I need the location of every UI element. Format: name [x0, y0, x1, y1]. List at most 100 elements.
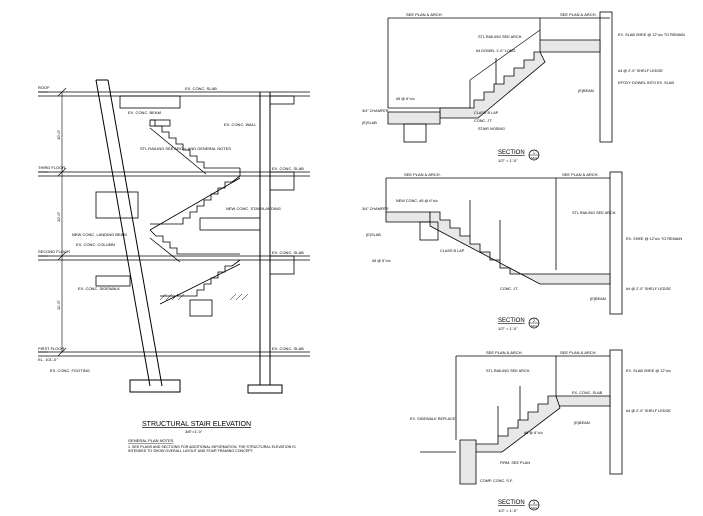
dimension-line — [57, 87, 67, 357]
svg-text:CLASS B LAP: CLASS B LAP — [440, 249, 465, 253]
stair-elevation: ROOF THIRD FLOOR SECOND FLOOR FIRST FLOO… — [38, 79, 310, 454]
s3-notes-left: STL RAILING SEE ARCH. EX. SIDEWALK REPLA… — [410, 369, 543, 483]
s2-see-plan-2: SEE PLAN & ARCH. — [562, 172, 599, 177]
level-roof: ROOF — [38, 85, 50, 90]
svg-text:CONC. JT.: CONC. JT. — [474, 119, 492, 123]
callout-slab-mid1: EX. CONC. SLAB — [272, 166, 304, 171]
s3-upper-slab — [555, 395, 611, 407]
callout-slab-mid2: EX. CONC. SLAB — [272, 250, 304, 255]
svg-text:3/4" CHAMFER: 3/4" CHAMFER — [362, 207, 389, 211]
svg-text:#5 @ 6"o/c: #5 @ 6"o/c — [524, 431, 543, 435]
note-1: 1. SEE PLANS AND SECTIONS FOR ADDITIONAL… — [128, 445, 296, 454]
s3-see-plan-2: SEE PLAN & ARCH. — [560, 350, 597, 355]
s2-scale: 1/2" = 1'-0" — [498, 326, 518, 331]
callout-beam: EX. CONC. BEAM — [128, 110, 161, 115]
svg-text:EX. SLAB SHEE @ 12"o/c TO REMA: EX. SLAB SHEE @ 12"o/c TO REMAIN — [618, 33, 685, 37]
floor-beams — [119, 95, 295, 275]
svg-text:(E)BEAM: (E)BEAM — [590, 297, 606, 301]
section-1: SEE PLAN & ARCH. SEE PLAN & ARCH. STL RA… — [362, 11, 685, 163]
svg-text:EX. SIDEWALK REPLACE: EX. SIDEWALK REPLACE — [410, 417, 456, 421]
floor-lines — [38, 91, 310, 357]
svg-text:(E)SLAB: (E)SLAB — [366, 233, 381, 237]
s1-see-plan-1: SEE PLAN & ARCH. — [406, 12, 443, 17]
svg-text:CONC. JT.: CONC. JT. — [500, 287, 518, 291]
s1-notes-left: STL RAILING SEE ARCH. #4 DOWEL 1'-0" LON… — [362, 35, 522, 131]
column-footing — [129, 379, 181, 393]
level-second: SECOND FLOOR — [38, 249, 70, 254]
s1-beam — [403, 123, 427, 143]
s3-sheet: S401 — [531, 506, 538, 510]
svg-text:(E)BEAM: (E)BEAM — [574, 421, 590, 425]
callout-railing: STL RAILING SEE ARCH. AND GENERAL NOTES — [140, 146, 231, 151]
elevation-scale: 3/8"=1'-0" — [185, 429, 203, 434]
s3-number: 3 — [533, 501, 535, 505]
section-3-frame — [455, 349, 623, 475]
svg-text:CLASS B LAP: CLASS B LAP — [474, 111, 499, 115]
s2-see-plan-1: SEE PLAN & ARCH. — [404, 172, 441, 177]
level-first: FIRST FLOOR — [38, 346, 64, 351]
section-3: SEE PLAN & ARCH. SEE PLAN & ARCH. STL RA… — [410, 349, 671, 513]
s2-notes-left: 3/4" CHAMFER NEW CONC. #5 @ 6"o/c (E)SLA… — [362, 199, 518, 291]
svg-text:#5 @ 6"o/c: #5 @ 6"o/c — [372, 259, 391, 263]
section-1-frame — [387, 11, 613, 143]
svg-text:#4 @ 2'-0" SHELF LEDGE: #4 @ 2'-0" SHELF LEDGE — [618, 69, 663, 73]
svg-text:STL RAILING SEE ARCH.: STL RAILING SEE ARCH. — [478, 35, 522, 39]
section-2-frame — [385, 171, 623, 315]
s2-upper-slab — [385, 211, 431, 223]
callout-stair-landing: NEW CONC. STAIR/LANDING — [226, 206, 281, 211]
s3-footing — [459, 439, 477, 485]
callout-wall: EX. CONC. WALL — [224, 122, 257, 127]
s1-label: SECTION — [498, 150, 525, 156]
dim-upper: 10'-0" — [56, 129, 61, 140]
s2-stair — [429, 211, 611, 285]
s1-upper-slab — [539, 39, 601, 53]
callout-sidewalk: EX. CONC. SIDEWALK — [78, 286, 120, 291]
dim-lower: 11'-0" — [56, 300, 61, 310]
s3-notes-right: EX. SLAB SHEE @ 12"o/c EX. CONC. SLAB #4… — [572, 369, 671, 425]
callout-slab-bot: EX. CONC. SLAB — [272, 346, 304, 351]
s1-number: 1 — [533, 151, 535, 155]
s2-notes-right: STL RAILING SEE ARCH. EX. SHEE @ 12"o/c … — [572, 211, 682, 301]
svg-text:#4 @ 2'-0" SHELF LEDGE: #4 @ 2'-0" SHELF LEDGE — [626, 409, 671, 413]
s2-label: SECTION — [498, 318, 525, 324]
s1-sheet: S401 — [531, 156, 538, 160]
s2-beam — [419, 221, 439, 241]
notes-header: GENERAL PLAN NOTES — [128, 438, 174, 443]
svg-text:COMP. CONC. S.F.: COMP. CONC. S.F. — [480, 479, 513, 483]
svg-text:3/4" CHAMFER: 3/4" CHAMFER — [362, 109, 389, 113]
dim-middle: 10'-0" — [56, 211, 61, 222]
s3-label: SECTION — [498, 500, 525, 506]
ground-hatch — [159, 293, 249, 301]
landings — [95, 191, 261, 287]
svg-text:NEW CONC. #5 @ 6"o/c: NEW CONC. #5 @ 6"o/c — [396, 199, 438, 203]
s1-see-plan-2: SEE PLAN & ARCH. — [560, 12, 597, 17]
level-third: THIRD FLOOR — [38, 165, 65, 170]
svg-text:EX. SHEE @ 12"o/c TO REMAIN: EX. SHEE @ 12"o/c TO REMAIN — [626, 237, 682, 241]
svg-text:EX. SLAB SHEE @ 12"o/c: EX. SLAB SHEE @ 12"o/c — [626, 369, 671, 373]
s3-stair — [469, 395, 561, 453]
callout-landing-beam: NEW CONC. LANDING BEAM — [72, 232, 127, 237]
stair-flights — [149, 119, 241, 317]
s1-lower-slab — [387, 111, 441, 125]
callout-slab-top: EX. CONC. SLAB — [185, 86, 217, 91]
svg-text:FIRM, SEE PLAN: FIRM, SEE PLAN — [500, 461, 530, 465]
svg-text:EPOXY DOWEL INTO EX. SLAB: EPOXY DOWEL INTO EX. SLAB — [618, 81, 674, 85]
svg-text:#4 DOWEL 1'-0" LONG: #4 DOWEL 1'-0" LONG — [476, 49, 516, 53]
section-2: SEE PLAN & ARCH. SEE PLAN & ARCH. 3/4" C… — [362, 171, 682, 331]
svg-text:(E)BEAM: (E)BEAM — [578, 89, 594, 93]
level-first-el: EL. 101'-0" — [38, 357, 58, 362]
callout-column: EX. CONC. COLUMN — [76, 242, 115, 247]
level-markers — [38, 91, 48, 353]
svg-text:(E)SLAB: (E)SLAB — [362, 121, 377, 125]
s3-scale: 1/2" = 1'-0" — [498, 508, 518, 513]
svg-text:#4 @ 2'-0" SHELF LEDGE: #4 @ 2'-0" SHELF LEDGE — [626, 287, 671, 291]
inclined-column — [95, 79, 163, 387]
callout-footing: EX. CONC. FOOTING — [50, 368, 90, 373]
s2-sheet: S401 — [531, 324, 538, 328]
svg-text:EX. CONC. SLAB: EX. CONC. SLAB — [572, 391, 603, 395]
s1-notes-right: EX. SLAB SHEE @ 12"o/c TO REMAIN #4 @ 2'… — [578, 33, 685, 93]
svg-text:STAIR NOSING: STAIR NOSING — [478, 127, 505, 131]
s1-scale: 1/2" = 1'-0" — [498, 158, 518, 163]
building-column — [247, 92, 283, 394]
s2-number: 2 — [533, 319, 535, 323]
